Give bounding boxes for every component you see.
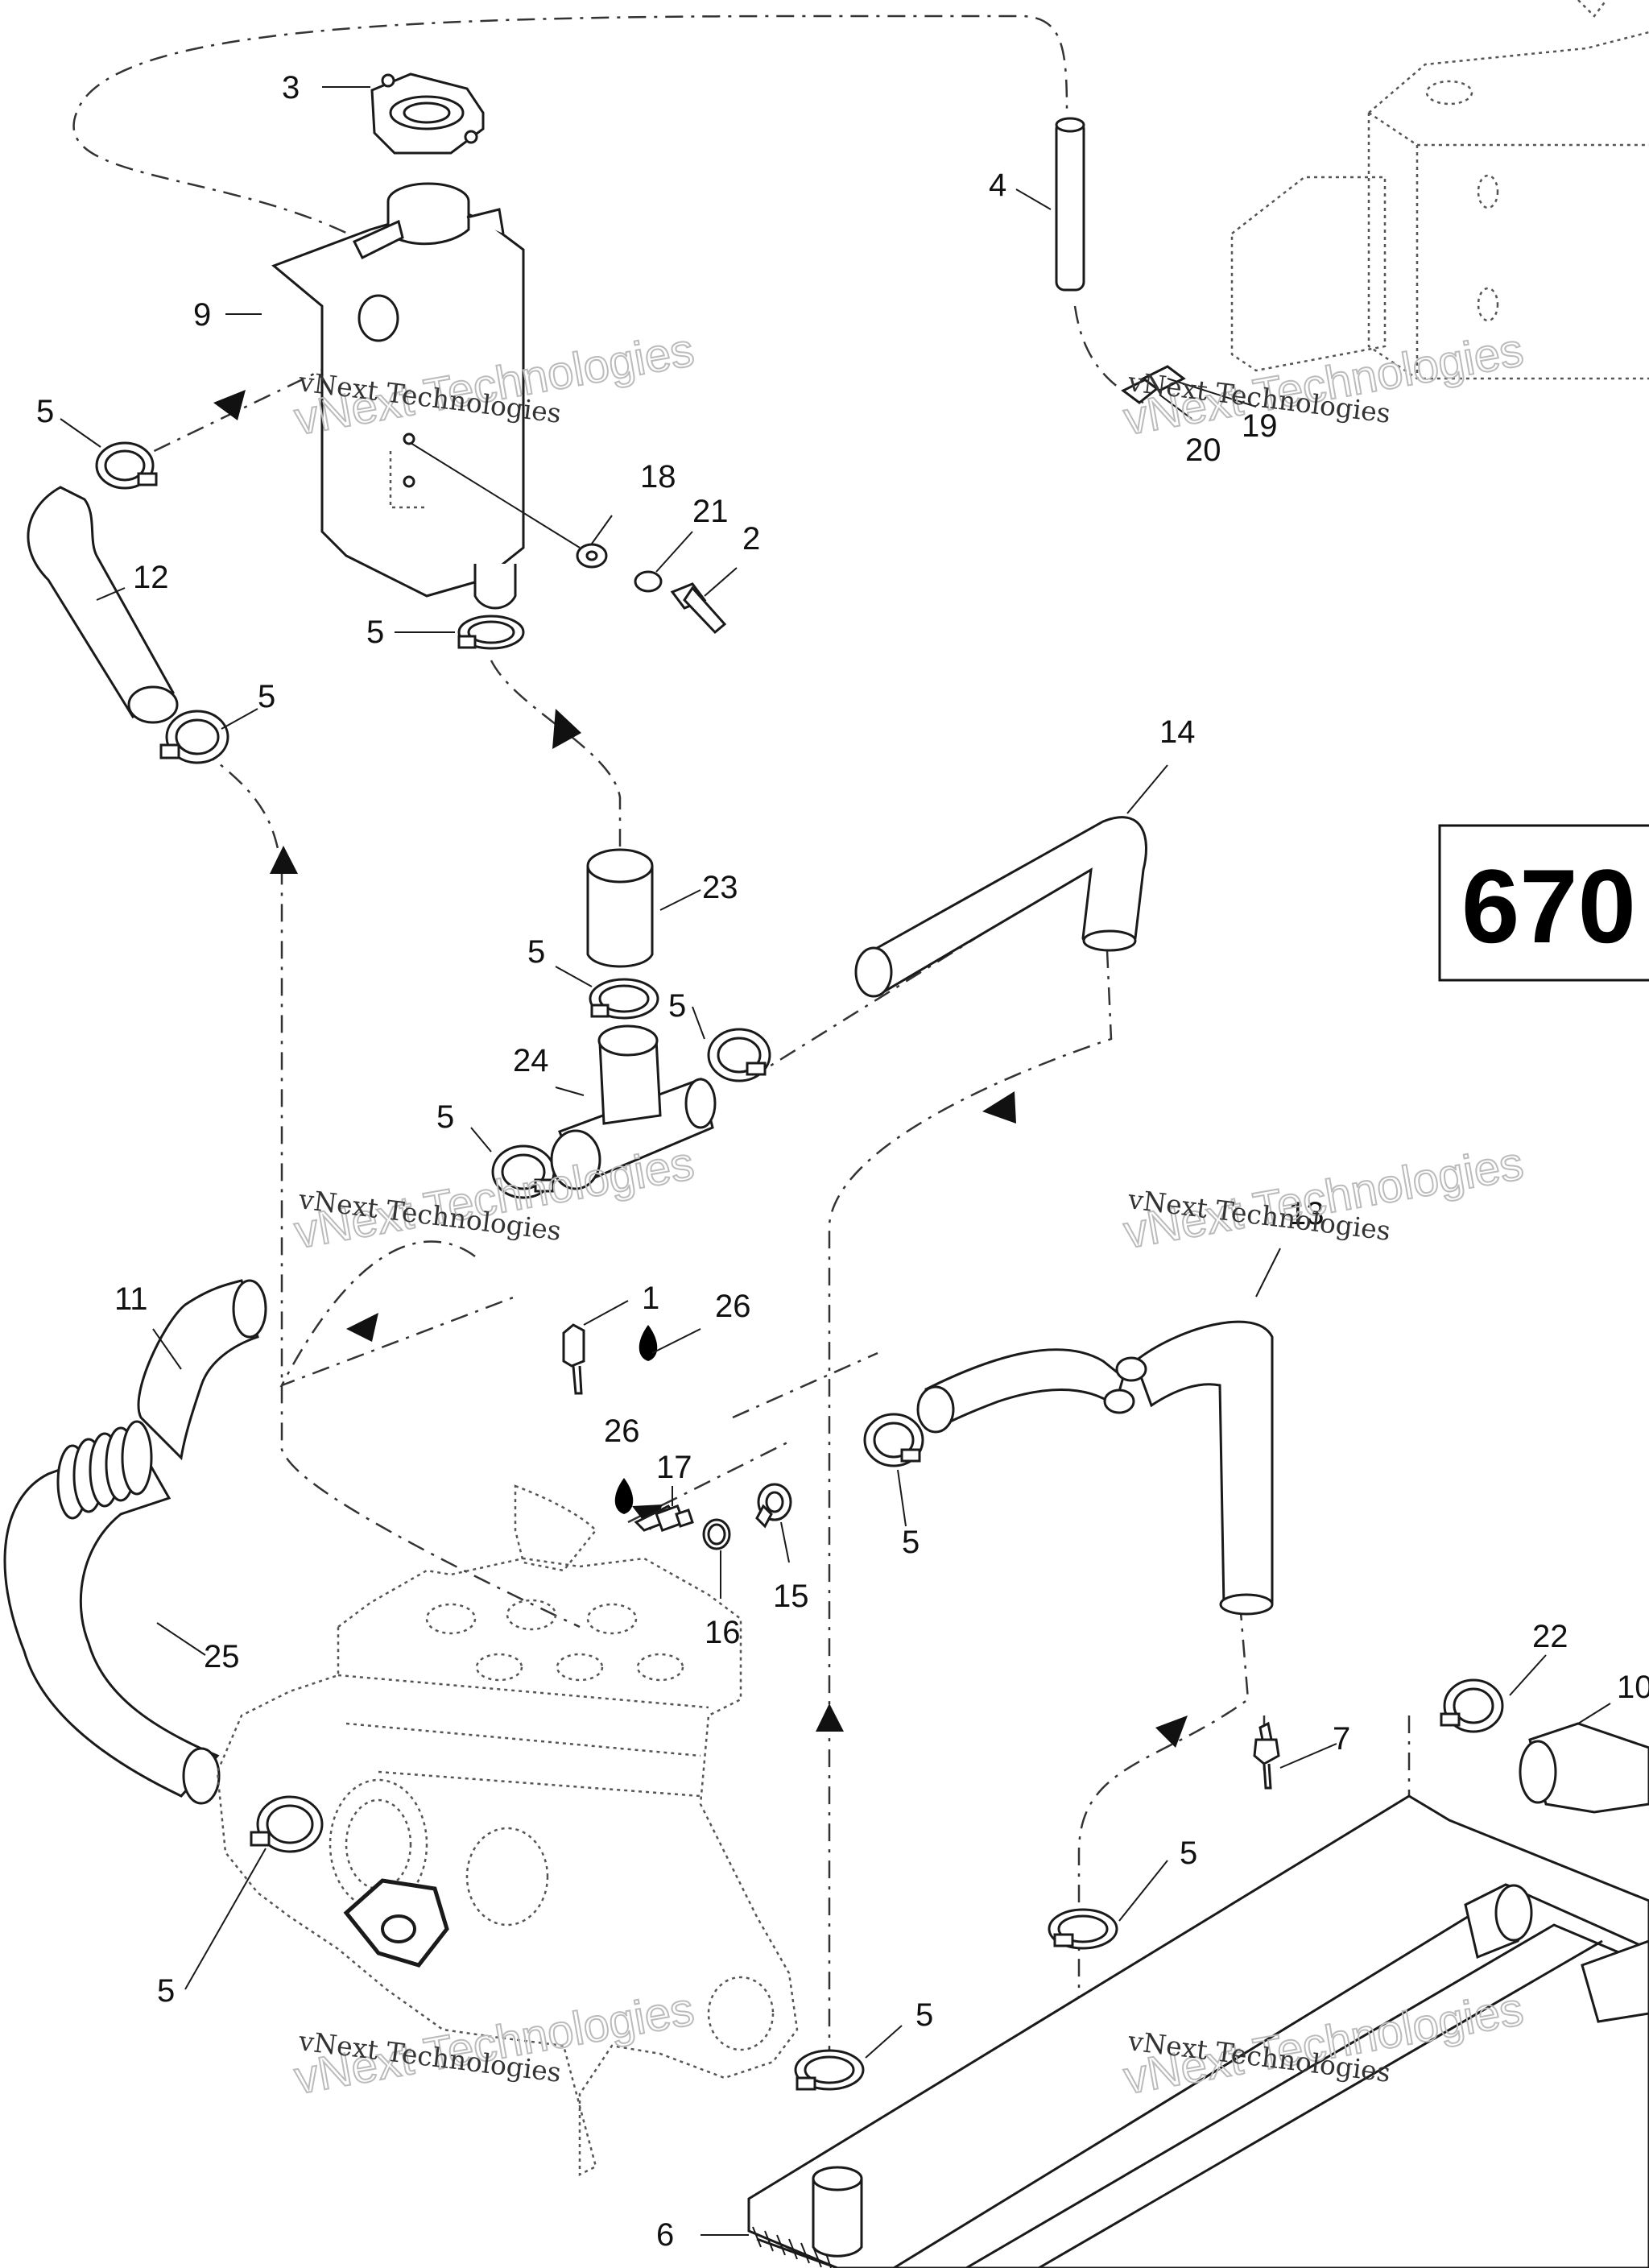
callout-label: 5 xyxy=(436,1099,454,1135)
callout-label: 6 xyxy=(656,2217,674,2253)
callout-label: 18 xyxy=(640,459,676,495)
callout-label: 5 xyxy=(157,1973,175,2009)
coupling-sleeve-23 xyxy=(586,848,654,968)
hose-clamp xyxy=(250,1795,324,1853)
callout-label: 26 xyxy=(604,1413,640,1449)
drop-icon xyxy=(639,1325,658,1361)
callout-label: 12 xyxy=(133,560,169,595)
water-outlet-housing xyxy=(343,1878,449,1968)
hose-12 xyxy=(27,486,179,724)
oil-tank-ghost xyxy=(1230,0,1649,380)
hose-13 xyxy=(916,1320,1274,1616)
hose-clamp xyxy=(707,1028,771,1082)
callout-label: 23 xyxy=(702,870,738,905)
callout-label: 5 xyxy=(258,679,275,714)
callout-label: 5 xyxy=(527,934,545,970)
hose-clamp xyxy=(863,1413,924,1467)
callout-label: 13 xyxy=(1288,1196,1325,1231)
callout-label: 5 xyxy=(36,394,54,429)
hose-clamp xyxy=(1048,1908,1118,1950)
coolant-reservoir xyxy=(271,182,525,610)
model-badge: 670 xyxy=(1438,824,1649,982)
hose-clamp xyxy=(95,441,158,490)
callout-label: 25 xyxy=(204,1639,240,1674)
callout-label: 24 xyxy=(513,1043,549,1078)
flow-arrow xyxy=(552,709,581,749)
filler-cap xyxy=(370,72,485,155)
callout-label: 4 xyxy=(989,168,1006,203)
hose-clamp xyxy=(159,710,229,764)
hose-clamp xyxy=(1440,1678,1504,1733)
callout-label: 22 xyxy=(1532,1619,1568,1654)
callout-label: 5 xyxy=(366,615,384,650)
hose-10 xyxy=(1519,1722,1649,1814)
hose-clamp xyxy=(589,978,659,1020)
hose-clamps xyxy=(95,441,1504,2091)
callout-label: 5 xyxy=(668,988,686,1024)
model-badge-frame xyxy=(1438,824,1649,982)
radiator xyxy=(747,1794,1649,2268)
callout-label: 2 xyxy=(742,521,760,557)
callout-label: 11 xyxy=(114,1281,148,1317)
callout-label: 26 xyxy=(715,1289,751,1324)
callout-label: 20 xyxy=(1185,432,1221,468)
flow-arrow xyxy=(816,1703,844,1732)
callout-label: 5 xyxy=(1180,1836,1197,1871)
tee-fitting-24 xyxy=(550,1024,717,1190)
flow-arrow xyxy=(1155,1715,1188,1748)
flow-arrow xyxy=(346,1313,378,1342)
engine-block-ghost xyxy=(216,1484,799,2177)
leader-lines xyxy=(60,86,1611,2236)
callout-label: 15 xyxy=(773,1579,809,1614)
callout-label: 3 xyxy=(282,70,300,106)
callout-label: 5 xyxy=(915,1997,933,2033)
flow-arrow xyxy=(982,1091,1016,1124)
callout-label: 10 xyxy=(1617,1670,1649,1705)
callout-label: 14 xyxy=(1159,714,1196,750)
callout-label: 1 xyxy=(642,1281,659,1316)
callouts: 3 4 9 5 12 18 21 2 5 5 20 19 14 23 5 5 2… xyxy=(36,70,1649,2253)
model-number: 670 xyxy=(1461,847,1636,965)
callout-label: 16 xyxy=(705,1615,741,1650)
hose-11 xyxy=(137,1279,267,1461)
flow-arrow xyxy=(270,846,298,874)
hose-25 xyxy=(3,1420,221,1805)
callout-label: 7 xyxy=(1333,1721,1350,1757)
bleed-screw xyxy=(1253,1721,1280,1790)
hose-clamp xyxy=(457,615,525,650)
hose-clamp xyxy=(794,2049,865,2091)
sensor-and-thermostat xyxy=(562,1323,792,1550)
callout-label: 5 xyxy=(902,1525,920,1560)
callout-label: 21 xyxy=(692,494,729,529)
callout-label: 17 xyxy=(656,1450,692,1485)
callout-label: 9 xyxy=(193,297,211,333)
fasteners xyxy=(410,442,727,635)
vent-hose xyxy=(1055,117,1186,404)
drop-icon xyxy=(614,1478,634,1514)
hose-clamp xyxy=(491,1144,556,1199)
flow-arrow xyxy=(213,390,246,420)
corrugation xyxy=(56,1420,153,1520)
hose-14 xyxy=(854,816,1147,998)
callout-label: 19 xyxy=(1242,408,1278,444)
